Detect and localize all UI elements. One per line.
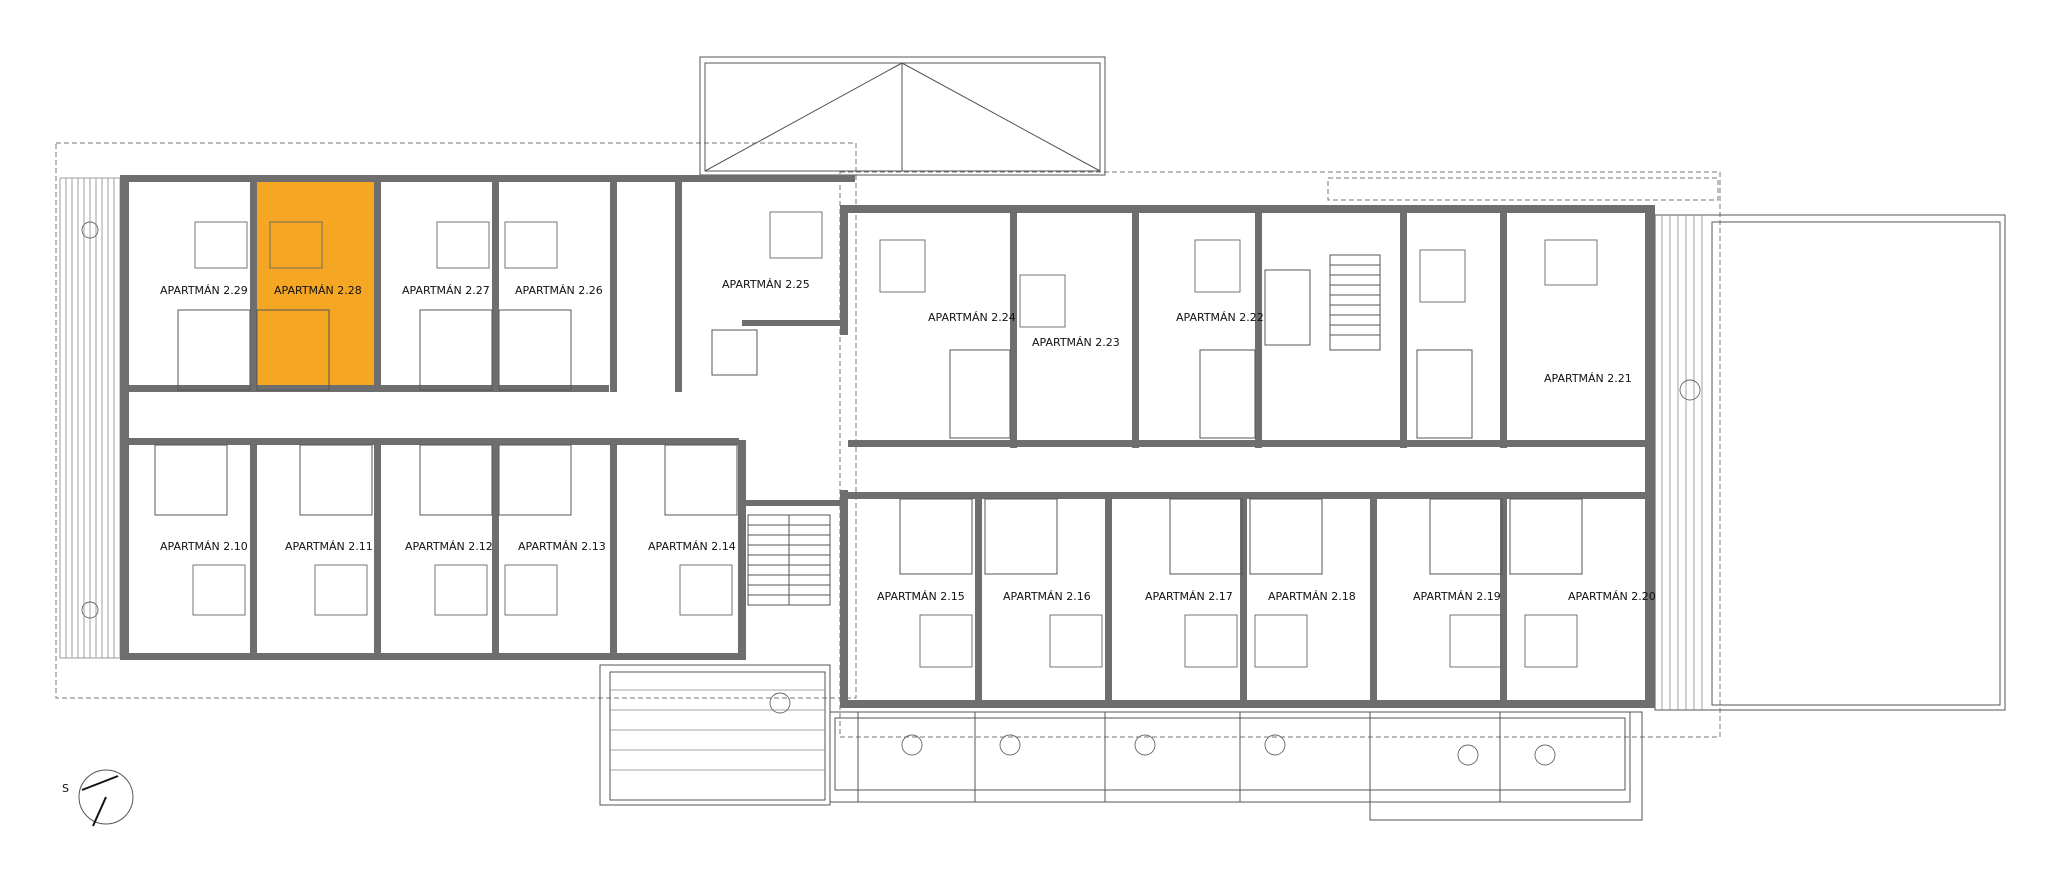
apartment-label-2-12: APARTMÁN 2.12 — [405, 540, 493, 553]
east-terrace — [1654, 214, 2006, 711]
north-arrow: S — [62, 769, 134, 827]
apartment-label-2-22: APARTMÁN 2.22 — [1176, 311, 1264, 324]
apartment-label-2-15: APARTMÁN 2.15 — [877, 590, 965, 603]
outdoor-seating — [81, 221, 1701, 766]
apartment-label-2-23: APARTMÁN 2.23 — [1032, 336, 1120, 349]
building-walls — [120, 175, 1655, 708]
apartment-label-2-16: APARTMÁN 2.16 — [1003, 590, 1091, 603]
apartment-label-2-10: APARTMÁN 2.10 — [160, 540, 248, 553]
bathroom-blocks — [154, 309, 1583, 575]
apartment-label-2-11: APARTMÁN 2.11 — [285, 540, 373, 553]
apartment-labels: APARTMÁN 2.29 APARTMÁN 2.28 APARTMÁN 2.2… — [160, 278, 1656, 603]
stairwells — [711, 254, 1381, 606]
apartment-label-2-13: APARTMÁN 2.13 — [518, 540, 606, 553]
north-arrow-letter: S — [62, 782, 69, 795]
apartment-label-2-29: APARTMÁN 2.29 — [160, 284, 248, 297]
beds — [192, 211, 1598, 668]
apartment-2-28-highlight[interactable] — [256, 182, 374, 392]
apartment-label-2-17: APARTMÁN 2.17 — [1145, 590, 1233, 603]
apartment-label-2-25: APARTMÁN 2.25 — [722, 278, 810, 291]
apartment-label-2-28[interactable]: APARTMÁN 2.28 — [274, 284, 362, 297]
apartment-label-2-24: APARTMÁN 2.24 — [928, 311, 1016, 324]
apartment-label-2-27: APARTMÁN 2.27 — [402, 284, 490, 297]
south-terrace — [599, 664, 1643, 821]
apartment-label-2-14: APARTMÁN 2.14 — [648, 540, 736, 553]
apartment-label-2-19: APARTMÁN 2.19 — [1413, 590, 1501, 603]
roof-outline — [55, 142, 1721, 738]
entrance-canopy — [699, 56, 1106, 176]
apartment-label-2-26: APARTMÁN 2.26 — [515, 284, 603, 297]
apartment-label-2-20: APARTMÁN 2.20 — [1568, 590, 1656, 603]
west-terrace — [59, 177, 121, 659]
apartment-label-2-21: APARTMÁN 2.21 — [1544, 372, 1632, 385]
apartment-label-2-18: APARTMÁN 2.18 — [1268, 590, 1356, 603]
